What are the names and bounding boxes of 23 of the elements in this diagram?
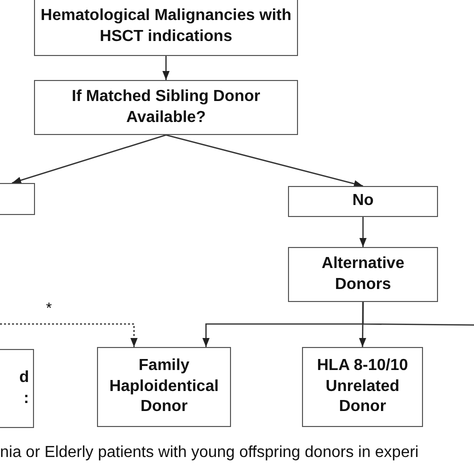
process-box: [288, 186, 438, 217]
box-text: Family Haploidentical Donor: [108, 356, 220, 418]
box-text: No: [352, 191, 374, 212]
process-box: [288, 247, 438, 302]
arrow: [359, 217, 367, 247]
box-text: d: [19, 368, 29, 388]
process-box: [34, 80, 298, 135]
box-text: HLA 8-10/10 Unrelated Donor: [316, 356, 409, 418]
box-text: Hematological Malignancies with HSCT indications: [40, 6, 292, 47]
box-text: Alternative Donors: [320, 254, 406, 294]
process-box: [0, 349, 34, 428]
box-text: If Matched Sibling Donor Available?: [70, 86, 262, 128]
arrow: [166, 134, 364, 188]
empty-box: [0, 183, 35, 215]
footnote-text: nia or Elderly patients with young offspring donors in experi: [0, 444, 419, 462]
arrow: [12, 134, 166, 184]
process-box: [34, 0, 298, 56]
process-box: [302, 347, 423, 427]
box-text: :: [24, 388, 29, 408]
dotted-arrow: [0, 323, 138, 347]
process-box: [97, 347, 231, 427]
connector-line: [362, 302, 474, 326]
arrow: [162, 56, 170, 80]
